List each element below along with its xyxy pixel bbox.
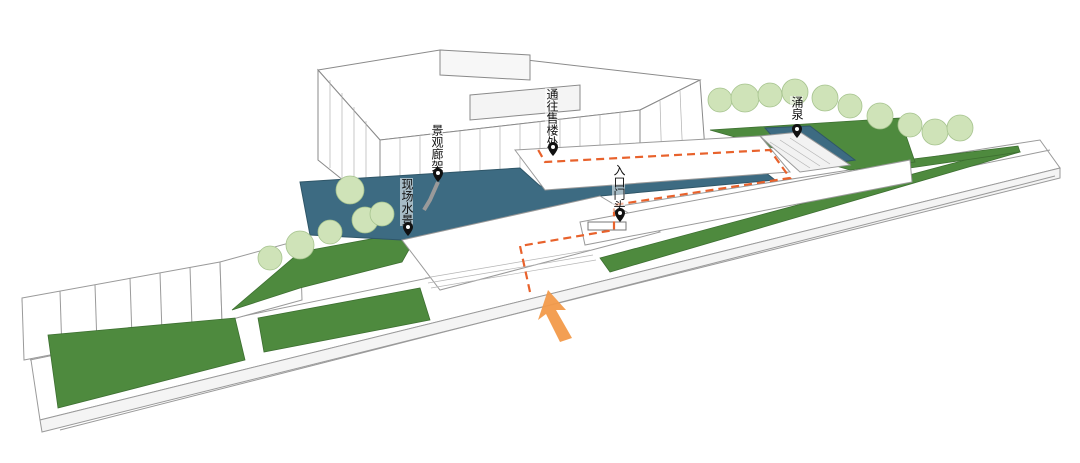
pavilion-marker-stem (422, 181, 440, 212)
label-sales-office: 通往售楼处 (545, 88, 559, 148)
lawn-left (47, 317, 246, 409)
lawn-center-left (257, 287, 431, 353)
label-entrance-gate: 入口门头 (612, 164, 626, 212)
trees (257, 78, 974, 271)
label-water-feature: 现场水景 (400, 178, 414, 226)
map-pin-icon (792, 124, 802, 138)
label-fountain: 涌泉 (790, 96, 804, 120)
entrance-plaza (401, 131, 913, 291)
entry-arrow-icon (538, 290, 572, 342)
map-pin-icon (548, 142, 558, 156)
label-landscape-pavilion: 景观廊架 (430, 124, 444, 172)
map-pin-icon (615, 208, 625, 222)
map-pin-icon (433, 168, 443, 182)
map-pin-icon (403, 222, 413, 236)
